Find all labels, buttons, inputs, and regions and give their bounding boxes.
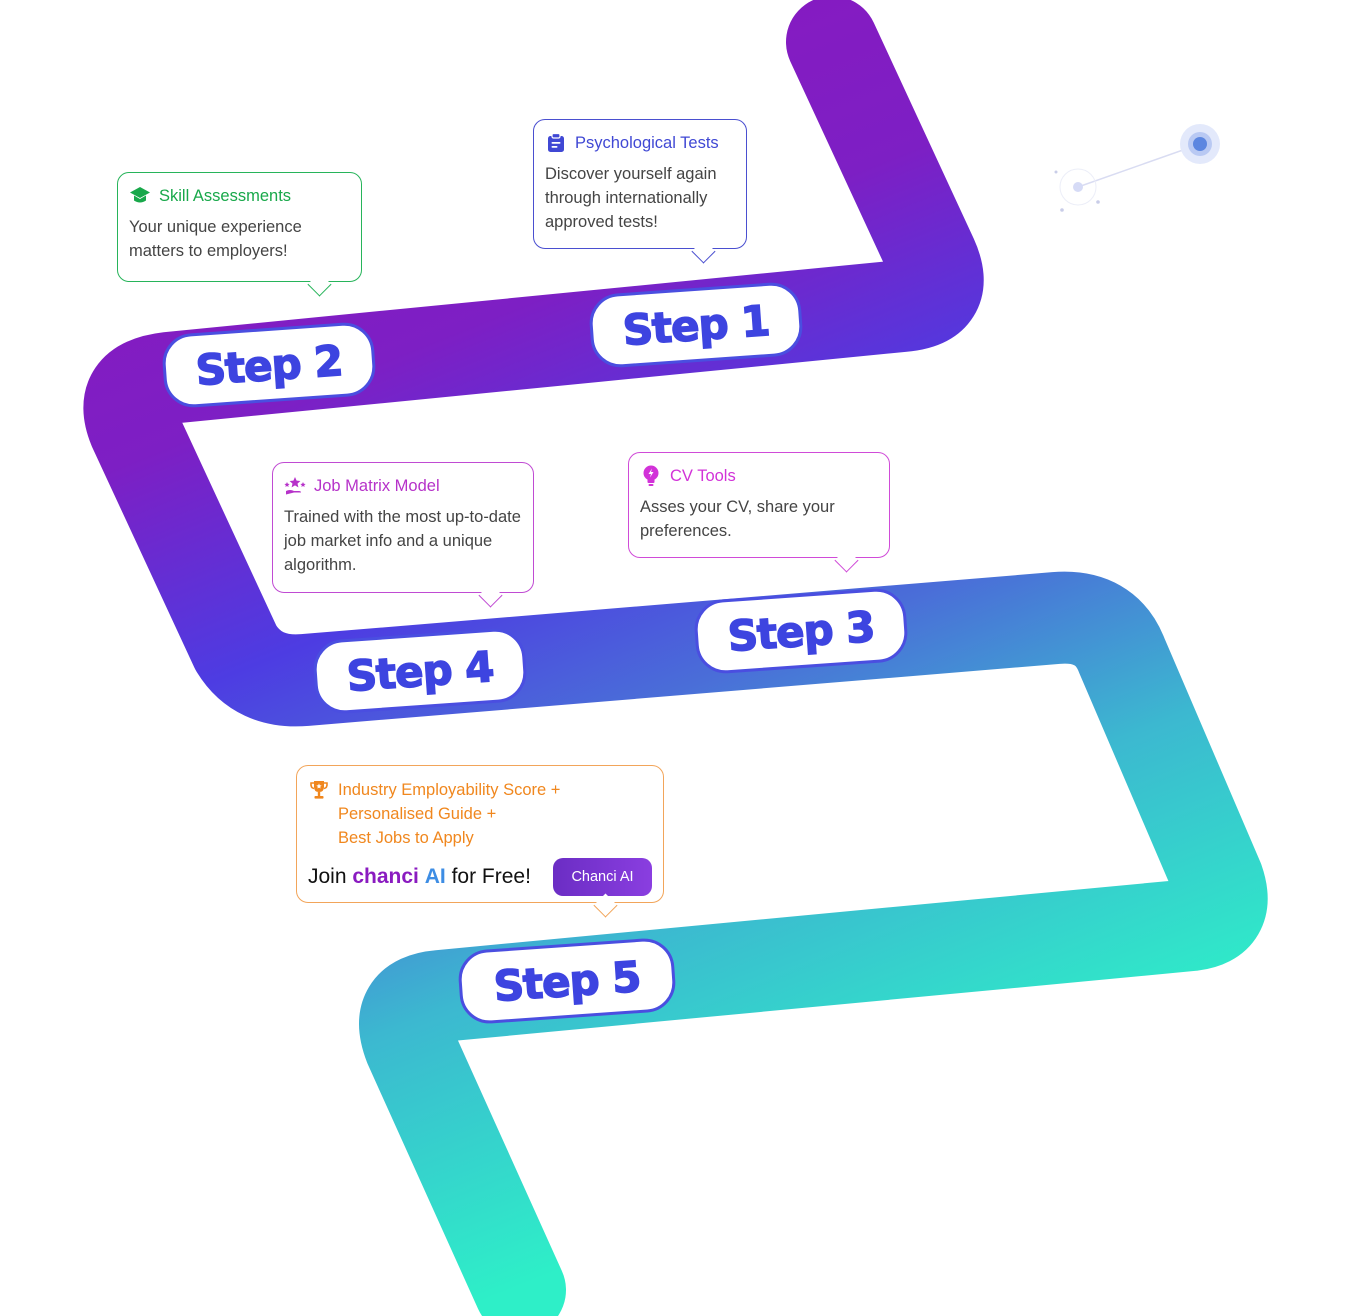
step-3-pill: Step 3 bbox=[692, 586, 910, 676]
stars-hand-icon bbox=[284, 475, 306, 497]
step-1-pill: Step 1 bbox=[587, 280, 805, 370]
cv-tools-card: CV Tools Asses your CV, share your prefe… bbox=[628, 452, 890, 573]
final-line-score: Industry Employability Score + bbox=[338, 781, 561, 799]
join-suffix: for Free! bbox=[445, 865, 531, 888]
cv-tools-title: CV Tools bbox=[670, 466, 736, 485]
psychological-tests-card: Psychological Tests Discover yourself ag… bbox=[533, 119, 747, 264]
step-4-pill: Step 4 bbox=[311, 626, 529, 716]
brand-name: chanci bbox=[352, 865, 419, 888]
join-prefix: Join bbox=[308, 865, 353, 888]
road-band bbox=[83, 0, 1268, 1316]
cv-tools-description: Asses your CV, share your preferences. bbox=[640, 498, 835, 540]
brand-ai: AI bbox=[424, 865, 446, 888]
decorative-orbit bbox=[1054, 124, 1220, 212]
final-line-guide: Personalised Guide + bbox=[338, 805, 497, 823]
job-matrix-model-title: Job Matrix Model bbox=[314, 476, 440, 495]
chanci-ai-button[interactable]: Chanci AI bbox=[553, 858, 652, 896]
graduation-cap-icon bbox=[129, 185, 151, 207]
trophy-icon bbox=[308, 779, 330, 801]
step-3-label: Step 3 bbox=[725, 601, 876, 662]
lightbulb-icon bbox=[640, 465, 662, 487]
step-1-label: Step 1 bbox=[620, 295, 771, 356]
psychological-tests-title: Psychological Tests bbox=[575, 133, 719, 152]
step-2-pill: Step 2 bbox=[160, 320, 378, 410]
psychological-tests-description: Discover yourself again through internat… bbox=[545, 165, 717, 231]
skill-assessments-title: Skill Assessments bbox=[159, 186, 292, 205]
step-5-pill: Step 5 bbox=[456, 936, 678, 1026]
clipboard-icon bbox=[545, 132, 567, 154]
job-matrix-model-description: Trained with the most up-to-date job mar… bbox=[284, 508, 521, 574]
step-2-label: Step 2 bbox=[193, 335, 344, 396]
final-result-card: Industry Employability Score + Personali… bbox=[296, 765, 664, 918]
join-text: Join chanci AI for Free! bbox=[308, 865, 531, 889]
job-matrix-model-card: Job Matrix Model Trained with the most u… bbox=[272, 462, 534, 608]
skill-assessments-card: Skill Assessments Your unique experience… bbox=[117, 172, 362, 297]
final-line-jobs: Best Jobs to Apply bbox=[338, 829, 474, 847]
skill-assessments-description: Your unique experience matters to employ… bbox=[129, 218, 302, 260]
step-5-label: Step 5 bbox=[491, 951, 642, 1012]
step-4-label: Step 4 bbox=[344, 641, 495, 702]
